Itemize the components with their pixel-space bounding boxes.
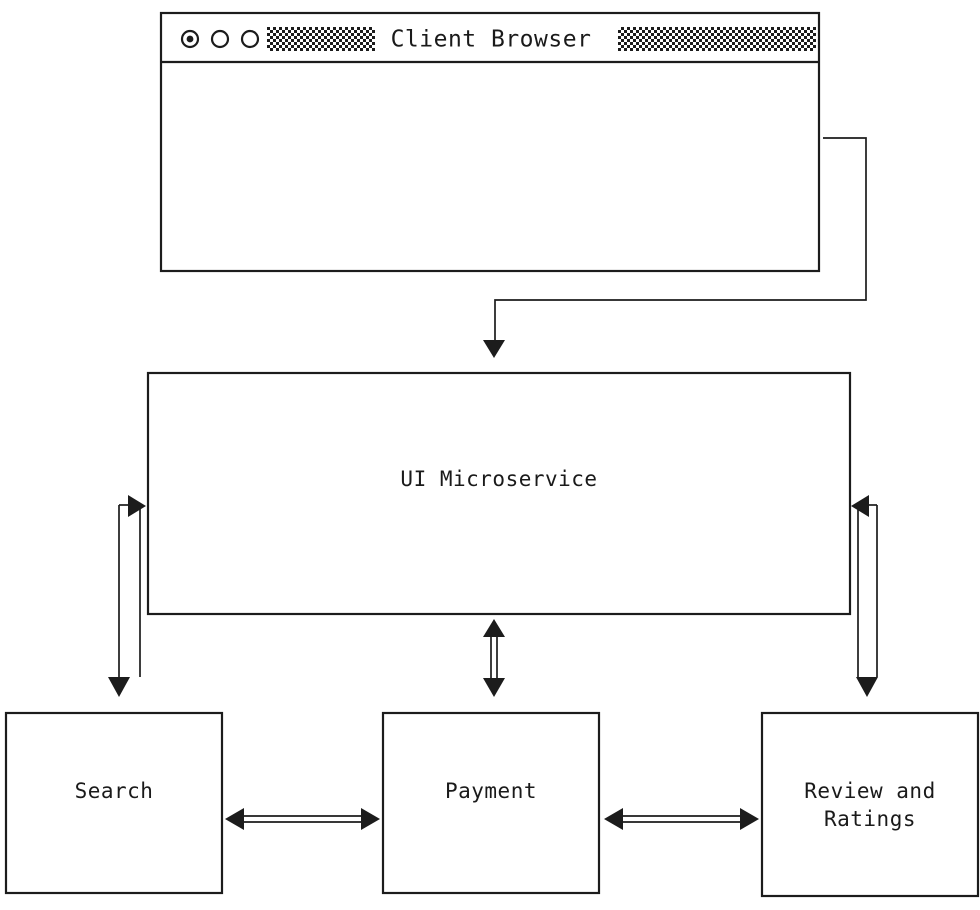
arrowhead-down-into-search <box>108 677 130 697</box>
review-and-ratings-label-line1: Review and <box>804 779 935 803</box>
arrowhead-down-into-review-and-ratings <box>856 677 878 697</box>
titlebar-texture-left-icon <box>267 27 375 51</box>
client-browser-window[interactable]: Client Browser <box>159 11 821 273</box>
arrowhead-down-to-ui-microservice <box>483 340 505 358</box>
node-search[interactable]: Search <box>4 711 224 895</box>
connector-browser-to-ui-microservice <box>483 137 867 358</box>
window-button-second[interactable] <box>210 29 230 49</box>
node-review-and-ratings[interactable]: Review and Ratings <box>760 711 980 898</box>
connector-ui-microservice-to-search <box>108 495 146 697</box>
arrowhead-down-into-payment <box>483 678 505 697</box>
window-button-third[interactable] <box>240 29 260 49</box>
payment-label: Payment <box>445 779 537 803</box>
search-label: Search <box>75 779 154 803</box>
arrowhead-right-into-ui-microservice <box>128 495 146 517</box>
node-ui-microservice[interactable]: UI Microservice <box>146 371 852 616</box>
search-box <box>4 711 224 895</box>
arrowhead-left-into-payment <box>604 808 623 830</box>
ui-microservice-label: UI Microservice <box>400 467 597 491</box>
connector-search-to-payment <box>225 808 380 830</box>
ui-microservice-box <box>146 371 852 616</box>
connector-ui-microservice-to-payment <box>483 619 505 697</box>
arrowhead-right-into-payment <box>361 808 380 830</box>
titlebar-texture-right-icon <box>618 27 816 51</box>
review-and-ratings-box <box>760 711 980 898</box>
connector-ui-microservice-to-review-and-ratings <box>851 495 878 697</box>
browser-window-title: Client Browser <box>391 27 592 53</box>
payment-box <box>381 711 601 895</box>
node-payment[interactable]: Payment <box>381 711 601 895</box>
connector-payment-to-review-and-ratings <box>604 808 759 830</box>
browser-viewport <box>163 64 817 269</box>
arrowhead-left-into-ui-microservice <box>851 495 869 517</box>
arrowhead-right-into-review-and-ratings <box>740 808 759 830</box>
arrowhead-up-into-ui-microservice <box>483 619 505 637</box>
arrowhead-left-into-search <box>225 808 244 830</box>
review-and-ratings-label-line2: Ratings <box>824 807 916 831</box>
window-button-active[interactable] <box>180 29 200 49</box>
